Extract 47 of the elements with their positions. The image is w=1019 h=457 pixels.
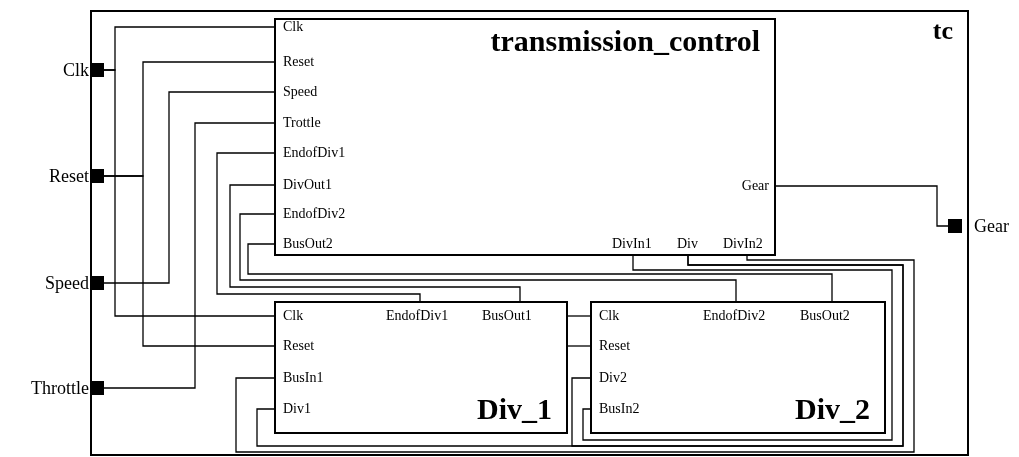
io-pin: Reset [49, 166, 104, 186]
wire [103, 122, 277, 389]
port-label: EndofDiv1 [276, 145, 346, 161]
port-label: EndofDiv2 [276, 206, 346, 222]
block-box [274, 18, 776, 256]
port-label: Gear [741, 178, 774, 194]
port-label: EndofDiv1 [386, 303, 449, 324]
port-label: Div2 [592, 370, 627, 386]
port-label: EndofDiv2 [703, 303, 766, 324]
wire [773, 185, 949, 227]
block-title: transmission_control [490, 26, 760, 56]
block-box [590, 301, 886, 434]
port-label: BusOut1 [482, 303, 532, 324]
port-label: Reset [276, 54, 315, 70]
wire [239, 213, 737, 304]
block-title: tc [932, 18, 953, 44]
port-label: BusOut2 [276, 236, 333, 252]
port-label: Reset [276, 338, 315, 354]
wire [216, 152, 421, 304]
port-label: DivIn2 [723, 236, 763, 254]
port-label: BusIn1 [276, 370, 324, 386]
io-pin: Gear [948, 216, 1009, 236]
port-label: Div [677, 236, 698, 254]
block-title: Div_1 [477, 394, 552, 424]
block-title: Div_2 [795, 394, 870, 424]
wire [103, 69, 277, 317]
wire [229, 184, 521, 304]
io-pin: Throttle [31, 378, 104, 398]
wire [103, 175, 277, 347]
io-pin: Speed [45, 273, 104, 293]
wire [247, 243, 833, 304]
wire [103, 91, 277, 284]
wire [567, 315, 593, 317]
port-label: Trottle [276, 115, 321, 131]
port-label: DivIn1 [612, 236, 652, 254]
port-label: Speed [276, 84, 318, 100]
port-label: Clk [276, 308, 304, 324]
port-label: Reset [592, 338, 631, 354]
io-pin: Clk [63, 60, 104, 80]
port-label: DivOut1 [276, 177, 332, 193]
port-label: Clk [276, 19, 304, 35]
port-label: BusIn2 [592, 401, 640, 417]
port-label: Clk [592, 308, 620, 324]
block-box [274, 301, 568, 434]
wire [567, 345, 593, 347]
port-label: BusOut2 [800, 303, 850, 324]
port-label: Div1 [276, 401, 311, 417]
